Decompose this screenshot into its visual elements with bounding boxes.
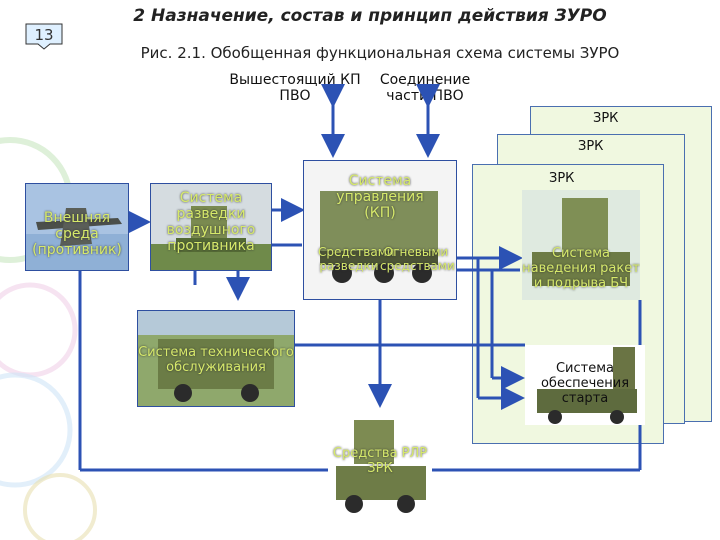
radar-label: Средства РЛР ЗРК xyxy=(332,446,428,476)
environment-label: Внешняя среда (противник) xyxy=(32,210,122,258)
radar-node: Средства РЛР ЗРК xyxy=(328,410,432,520)
aircraft-image xyxy=(26,184,128,270)
recon-node: Система разведки воздушного противника xyxy=(150,183,272,271)
zrk-panel-middle-title: ЗРК xyxy=(578,139,604,154)
environment-node: Внешняя среда (противник) xyxy=(25,183,129,271)
support-label: Система обеспечения старта xyxy=(540,361,630,406)
control-fire-means-label: Огневыми средствами xyxy=(380,245,455,273)
page-number: 13 xyxy=(34,26,54,44)
command-vehicle-image xyxy=(304,161,456,299)
recon-radar-image xyxy=(151,184,271,270)
guidance-radar-image xyxy=(522,190,640,300)
zrk-panel-back-title: ЗРК xyxy=(593,111,619,126)
badge-shape xyxy=(25,23,63,50)
guidance-label: Система наведения ракет и подрыва БЧ xyxy=(522,246,640,291)
control-label: Система управления (КП) xyxy=(336,173,424,221)
maintenance-vehicle-image xyxy=(138,311,294,406)
slide-title: 2 Назначение, состав и принцип действия … xyxy=(133,6,607,26)
recon-label: Система разведки воздушного противника xyxy=(166,190,256,254)
support-node: Система обеспечения старта xyxy=(525,345,645,425)
maintenance-label: Система технического обслуживания xyxy=(138,345,294,375)
guidance-node: Система наведения ракет и подрыва БЧ xyxy=(522,190,640,300)
launcher-vehicle-image xyxy=(525,345,645,425)
maintenance-node: Система технического обслуживания xyxy=(137,310,295,407)
page-number-badge: 13 xyxy=(22,22,66,50)
control-node: Система управления (КП) Средствами разве… xyxy=(303,160,457,300)
zrk-panel-front-title: ЗРК xyxy=(549,171,575,186)
figure-caption: Рис. 2.1. Обобщенная функциональная схем… xyxy=(140,44,620,62)
radar-vehicle-image xyxy=(328,410,432,520)
control-recon-means-label: Средствами разведки xyxy=(318,245,395,273)
